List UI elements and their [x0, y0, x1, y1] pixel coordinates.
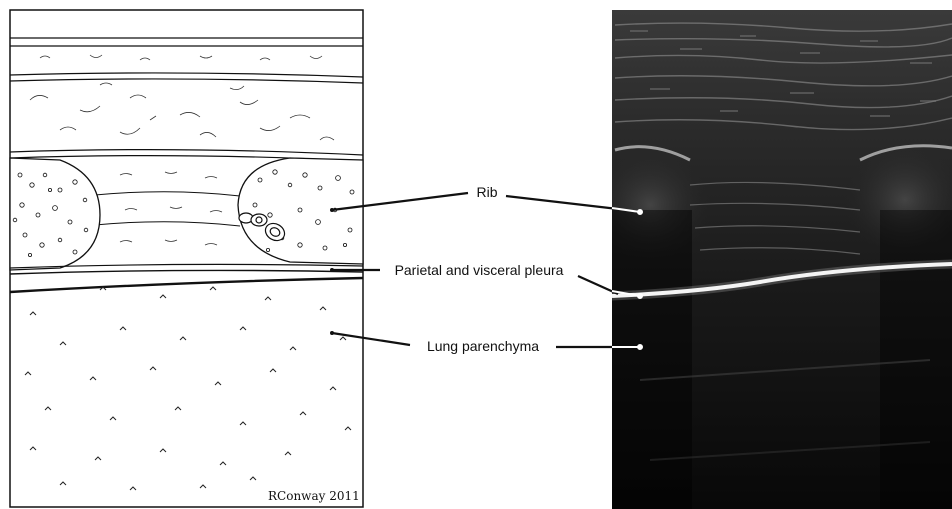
rib-shadow-left: [612, 210, 692, 509]
rib-leader-right: [506, 196, 618, 209]
anatomical-drawing: RConway 2011: [10, 10, 363, 507]
rib-shadow-right: [880, 210, 952, 509]
ultrasound-image: [590, 10, 952, 509]
label-pleura: Parietal and visceral pleura: [395, 262, 564, 278]
artist-signature: RConway 2011: [268, 489, 360, 503]
label-rib: Rib: [476, 184, 497, 200]
label-lung: Lung parenchyma: [427, 338, 539, 354]
